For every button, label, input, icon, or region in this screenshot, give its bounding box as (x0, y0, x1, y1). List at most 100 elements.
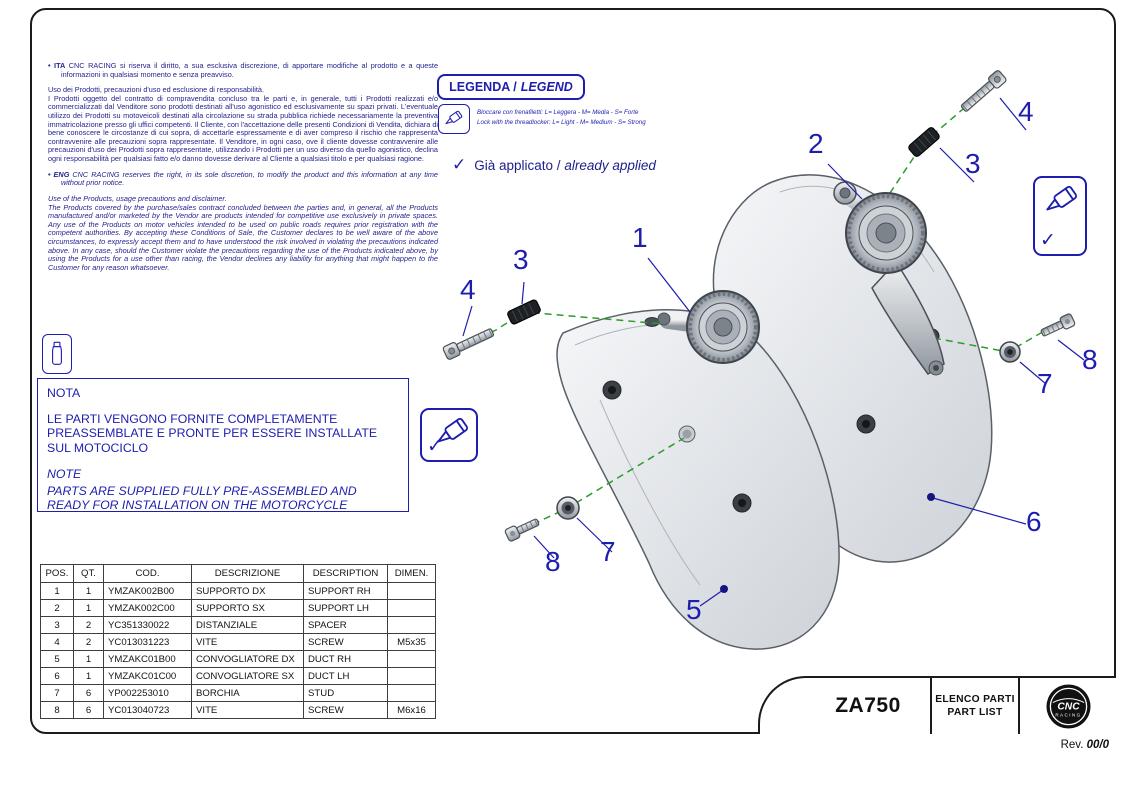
screw-m5x35-right (960, 70, 1007, 112)
disclaimer-eng-heading: Use of the Products, usage precautions a… (48, 193, 227, 203)
check-icon: ✓ (1040, 230, 1056, 251)
cell-qt: 2 (73, 633, 104, 651)
ita-intro-text: CNC RACING si riserva il diritto, a sua … (61, 61, 439, 79)
cell-qt: 6 (73, 701, 104, 719)
disclaimer-ita-heading: Uso dei Prodotti, precauzioni d'uso ed e… (48, 85, 264, 95)
eng-tag: • ENG (48, 169, 70, 179)
col-header-dimen: DIMEN. (387, 564, 436, 583)
title-block: ZA750 ELENCO PARTI PART LIST CNC RACING (758, 676, 1116, 734)
cnc-racing-logo: CNC RACING (1045, 683, 1091, 729)
stud-right (999, 341, 1021, 363)
table-header-row: POS. QT. COD. DESCRIZIONE DESCRIPTION DI… (40, 564, 436, 583)
note-box: NOTA LE PARTI VENGONO FORNITE COMPLETAME… (37, 378, 409, 512)
callout-number-1: 1 (632, 222, 648, 253)
cell-cod: YMZAK002C00 (103, 599, 192, 617)
cell-pos: 5 (40, 650, 74, 668)
col-header-pos: POS. (40, 564, 74, 583)
callout-number-3-left: 3 (513, 244, 529, 275)
glue-tube-icon (437, 417, 469, 443)
parts-table: POS. QT. COD. DESCRIZIONE DESCRIPTION DI… (40, 564, 436, 719)
grommet (856, 414, 876, 434)
cell-cod: YMZAK002B00 (103, 582, 192, 600)
legend-line-ita: Bloccare con frenafiletti: L= Leggera - … (477, 109, 639, 116)
disclaimer-eng-body: The Products covered by the purchase/sal… (48, 202, 438, 272)
note-body-ita: LE PARTI VENGONO FORNITE COMPLETAMENTE P… (47, 411, 378, 455)
legend-title-ita: LEGENDA / (449, 80, 517, 94)
cell-pos: 1 (40, 582, 74, 600)
screw-m6x16-right (1040, 313, 1076, 337)
note-title-ita: NOTA (47, 386, 81, 400)
cell-descrizione: SUPPORTO DX (191, 582, 304, 600)
cell-cod: YC013031223 (103, 633, 192, 651)
disclaimer-ita-intro: • ITA CNC RACING si riserva il diritto, … (48, 61, 439, 79)
cell-cod: YC351330022 (103, 616, 192, 634)
note-body-eng: PARTS ARE SUPPLIED FULLY PRE-ASSEMBLED A… (47, 483, 357, 513)
screw-m6x16-left (504, 518, 540, 542)
cell-cod: YC013040723 (103, 701, 192, 719)
cell-cod: YMZAKC01C00 (103, 667, 192, 685)
cell-descrizione: SUPPORTO SX (191, 599, 304, 617)
cell-dimen (387, 599, 436, 617)
cell-dimen (387, 616, 436, 634)
callout-number-7-left: 7 (600, 536, 616, 567)
cell-description: SCREW (303, 633, 388, 651)
legend-line-eng: Lock with the threadlocker: L= Light - M… (477, 118, 646, 126)
cell-descrizione: CONVOGLIATORE DX (191, 650, 304, 668)
cell-description: DUCT LH (303, 667, 388, 685)
cell-cod: YP002253010 (103, 684, 192, 702)
cell-dimen (387, 650, 436, 668)
logo-text-cnc: CNC (1057, 701, 1080, 712)
cell-descrizione: VITE (191, 633, 304, 651)
cell-descrizione: DISTANZIALE (191, 616, 304, 634)
disclaimer-ita-body: I Prodotti oggetto del contratto di comp… (48, 93, 438, 164)
cell-pos: 2 (40, 599, 74, 617)
cell-qt: 1 (73, 667, 104, 685)
disclaimer-eng-intro: • ENG CNC RACING reserves the right, in … (48, 169, 438, 188)
cell-cod: YMZAKC01B00 (103, 650, 192, 668)
cell-pos: 6 (40, 667, 74, 685)
check-icon: ✓ (427, 436, 443, 457)
callout-number-4-right: 4 (1018, 96, 1034, 127)
threadlocker-applied-box: ✓ (1033, 176, 1087, 256)
ita-tag: • ITA (48, 61, 66, 70)
note-title-eng: NOTE (47, 467, 82, 481)
callout-number-7-right: 7 (1037, 368, 1053, 399)
cell-description: SUPPORT RH (303, 582, 388, 600)
cell-description: SPACER (303, 616, 388, 634)
callout-leader-lines (462, 97, 1085, 607)
check-icon: ✓ (452, 155, 467, 174)
cell-qt: 1 (73, 650, 104, 668)
support-bracket-right (833, 181, 945, 376)
callout-number-4-left: 4 (460, 274, 476, 305)
screw-m5x35-left (442, 328, 495, 360)
cell-dimen (387, 667, 436, 685)
rev-label: Rev. (1060, 739, 1084, 751)
cell-descrizione: BORCHIA (191, 684, 304, 702)
cell-qt: 1 (73, 599, 104, 617)
cell-qt: 1 (73, 582, 104, 600)
title-block-divider (1018, 678, 1020, 734)
cell-qt: 6 (73, 684, 104, 702)
cell-description: DUCT RH (303, 650, 388, 668)
threadlocker-bottle-icon (42, 334, 72, 374)
cell-description: SCREW (303, 701, 388, 719)
leader-dot (927, 493, 935, 501)
cell-dimen: M5x35 (387, 633, 436, 651)
rev-value: 00/0 (1086, 739, 1109, 751)
title-block-curve (760, 678, 806, 734)
cell-dimen (387, 582, 436, 600)
grommet (602, 380, 752, 513)
callout-number-3-right: 3 (965, 148, 981, 179)
col-header-qt: QT. (73, 564, 104, 583)
glue-tube-icon (1046, 185, 1078, 211)
legend-description: Bloccare con frenafiletti: L= Leggera - … (477, 104, 646, 134)
cell-qt: 2 (73, 616, 104, 634)
cell-dimen (387, 684, 436, 702)
callout-number-5: 5 (686, 594, 702, 625)
legend-title-box: LEGENDA / LEGEND (437, 74, 585, 100)
cell-dimen: M6x16 (387, 701, 436, 719)
